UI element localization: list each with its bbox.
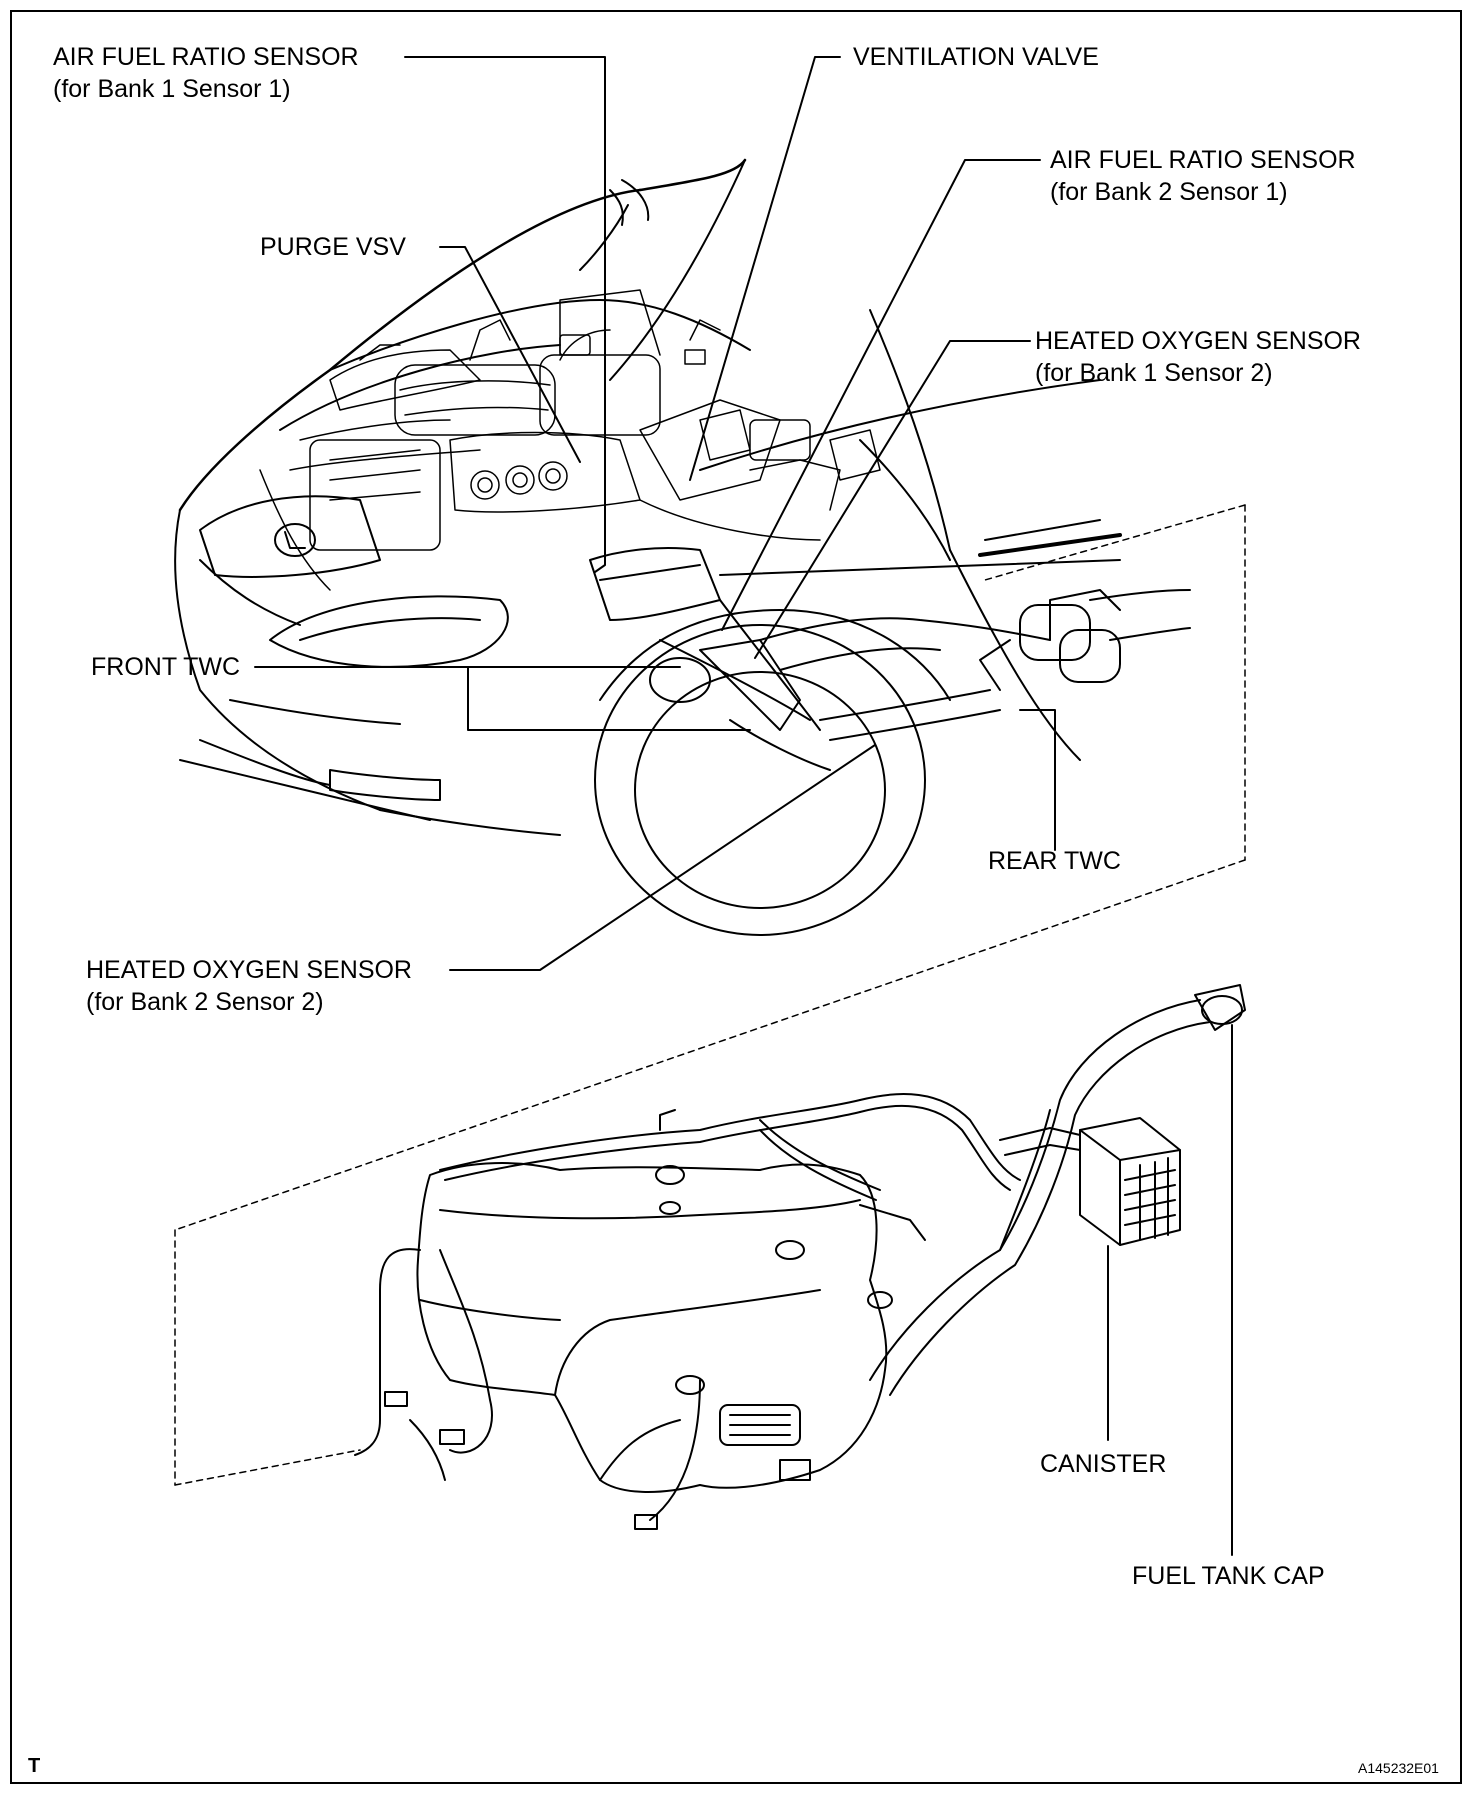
label-line1: VENTILATION VALVE xyxy=(853,43,1099,71)
detail-dashed-outline xyxy=(174,504,1246,1486)
label-line1: REAR TWC xyxy=(988,847,1121,875)
label-fuel-tank-cap: FUEL TANK CAP xyxy=(1132,1560,1325,1592)
label-line1: PURGE VSV xyxy=(260,233,406,261)
label-air-fuel-ratio-sensor-bank2: AIR FUEL RATIO SENSOR (for Bank 2 Sensor… xyxy=(1050,144,1356,208)
label-line1: AIR FUEL RATIO SENSOR xyxy=(1050,146,1356,174)
label-heated-oxygen-sensor-bank1: HEATED OXYGEN SENSOR (for Bank 1 Sensor … xyxy=(1035,325,1361,389)
fuel-system-illustration xyxy=(354,984,1246,1530)
label-line1: HEATED OXYGEN SENSOR xyxy=(86,956,412,984)
label-line1: AIR FUEL RATIO SENSOR xyxy=(53,43,359,71)
vehicle-illustration xyxy=(174,158,1191,936)
label-heated-oxygen-sensor-bank2: HEATED OXYGEN SENSOR (for Bank 2 Sensor … xyxy=(86,954,412,1018)
label-line1: FRONT TWC xyxy=(91,653,241,681)
label-line2: (for Bank 1 Sensor 2) xyxy=(1035,359,1273,387)
label-line2: (for Bank 2 Sensor 2) xyxy=(86,988,324,1016)
label-line2: (for Bank 1 Sensor 1) xyxy=(53,75,291,103)
label-front-twc: FRONT TWC xyxy=(91,651,240,683)
label-ventilation-valve: VENTILATION VALVE xyxy=(853,41,1099,73)
label-line2: (for Bank 2 Sensor 1) xyxy=(1050,178,1288,206)
label-line1: FUEL TANK CAP xyxy=(1132,1562,1325,1590)
label-line1: HEATED OXYGEN SENSOR xyxy=(1035,327,1361,355)
label-line1: CANISTER xyxy=(1040,1450,1167,1478)
corner-mark: T xyxy=(28,1755,41,1777)
label-purge-vsv: PURGE VSV xyxy=(260,231,406,263)
label-canister: CANISTER xyxy=(1040,1448,1166,1480)
leader-lines xyxy=(254,56,1233,1556)
figure-id: A145232E01 xyxy=(1358,1760,1439,1776)
label-rear-twc: REAR TWC xyxy=(988,845,1121,877)
label-air-fuel-ratio-sensor-bank1: AIR FUEL RATIO SENSOR (for Bank 1 Sensor… xyxy=(53,41,359,105)
